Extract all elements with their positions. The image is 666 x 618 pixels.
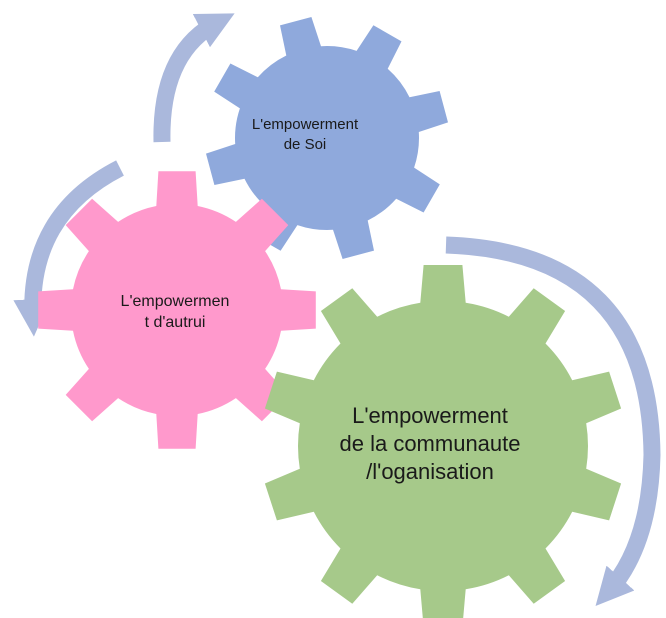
gear-label-self-line-1: L'empowerment — [251, 116, 359, 133]
gear-community-icon — [264, 265, 622, 618]
gear-label-others: L'empowermen t d'autrui — [95, 291, 255, 333]
gear-label-others-line-2: t d'autrui — [144, 314, 206, 331]
gear-label-others-line-1: L'empowermen — [120, 293, 230, 310]
arrow-self-top-icon — [153, 13, 235, 143]
gear-label-self-line-2: de Soi — [283, 136, 327, 153]
gear-label-community-line-1: L'empowerment — [352, 403, 508, 428]
gear-self-icon — [206, 17, 448, 259]
arrow-right-icon — [445, 236, 661, 606]
gear-label-community: L'empowerment de la communaute /l'oganis… — [310, 402, 550, 486]
gear-others-icon — [38, 171, 316, 449]
gear-label-community-line-2: de la communaute — [339, 431, 521, 456]
arrow-left-icon — [13, 160, 124, 337]
gear-label-community-line-3: /l'oganisation — [366, 459, 494, 484]
gear-label-self: L'empowerment de Soi — [215, 115, 395, 155]
